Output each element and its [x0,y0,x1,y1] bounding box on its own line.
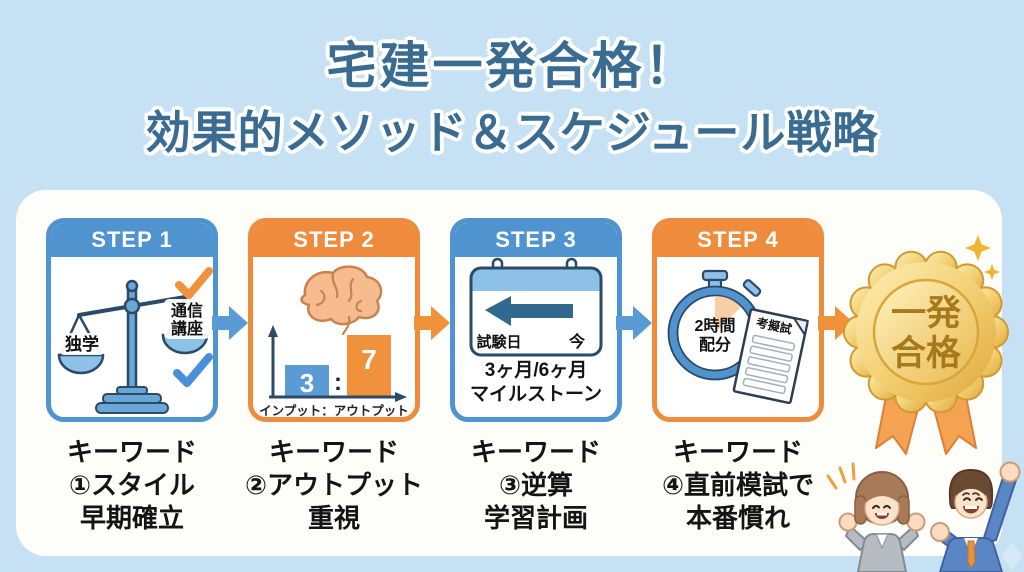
step4-card: STEP 4 2時間 配分 考擬試 [652,218,824,422]
celebrating-people-illustration [826,461,1022,572]
blue-check-icon [173,353,213,387]
step3-card: STEP 3 試験日 今 3ヶ月/6ヶ月 マイルストーン [450,218,622,422]
ratio-chart-caption: インプット：アウトプット [259,403,409,417]
man-celebrating [930,461,1021,572]
scale-left-label: 独学 [65,334,99,354]
balance-scale-icon: 独学 通信 講座 [57,267,213,414]
step3-keyword-heading: キーワード [470,437,601,467]
step4-keyword: キーワード ④直前模試で 本番慣れ [628,436,848,535]
medal-text-line1: 一発 [891,294,962,333]
sparkle-icon-large [965,235,991,261]
gold-medal-icon: 一発 合格 [843,235,1009,455]
step3-body: 試験日 今 3ヶ月/6ヶ月 マイルストーン [455,257,617,417]
flow-arrow-3 [616,306,652,340]
stopwatch-paper-icon: 2時間 配分 考擬試 [667,269,809,405]
step2-keyword: キーワード ②アウトプット 重視 [224,436,444,535]
brain-icon [300,265,383,336]
milestone-caption-line2: マイルストーン [469,384,603,405]
brain-ratio-chart-icon: 3 : 7 インプット：アウトプット [259,265,409,417]
flow-arrow-2 [414,306,450,340]
step1-keyword-heading: キーワード [66,437,197,467]
step3-keyword-line2: 学習計画 [483,503,588,533]
output-bar [347,335,391,397]
step3-keyword: キーワード ③逆算 学習計画 [426,436,646,535]
calendar-now-label: 今 [568,332,585,351]
calendar-exam-day-label: 試験日 [476,333,521,351]
woman-celebrating [838,471,926,572]
diamond-sparkle-icon [1002,542,1022,570]
step1-keyword-line1: ①スタイル [68,470,195,500]
flow-arrow-1 [212,306,248,340]
step2-body: 3 : 7 インプット：アウトプット [253,257,415,417]
step3-header: STEP 3 [455,223,617,257]
main-title-line1: 宅建一発合格！ [326,38,698,94]
input-bar [285,365,329,397]
input-bar-value: 3 [300,368,314,398]
step4-keyword-line1: ④直前模試で [661,470,814,500]
step1-body: 独学 通信 講座 [51,257,213,417]
step1-card: STEP 1 独学 通信 講座 [46,218,218,422]
orange-check-icon [175,267,213,299]
step1-keyword: キーワード ①スタイル 早期確立 [22,436,242,535]
step4-header: STEP 4 [657,223,819,257]
scale-right-label-2: 講座 [171,319,203,338]
calendar-countdown-icon: 試験日 今 [469,257,603,357]
paper-title: 考擬試 [755,315,793,337]
step1-header: STEP 1 [51,223,213,257]
step2-header: STEP 2 [253,223,415,257]
step2-card: STEP 2 3 : 7 インプット：アウトプット [248,218,420,422]
stopwatch-label-line2: 配分 [699,336,731,354]
sparkle-icon-small [984,264,1000,280]
ratio-colon: : [334,369,342,396]
main-title-line2: 効果的メソッド＆スケジュール戦略 [145,107,879,158]
scale-right-label-1: 通信 [171,301,203,320]
step4-keyword-line2: 本番慣れ [685,503,790,533]
step1-keyword-line2: 早期確立 [79,503,184,533]
step2-keyword-line1: ②アウトプット [244,470,423,500]
step4-keyword-heading: キーワード [672,437,803,467]
milestone-caption-line1: 3ヶ月/6ヶ月 [484,360,588,381]
stopwatch-label-line1: 2時間 [695,316,736,335]
mock-exam-paper-icon: 考擬試 [732,308,809,405]
step4-body: 2時間 配分 考擬試 [657,257,819,417]
step2-keyword-heading: キーワード [268,437,399,467]
flow-arrow-4 [818,306,854,340]
milestone-caption: 3ヶ月/6ヶ月 マイルストーン [455,359,617,407]
step3-keyword-line1: ③逆算 [498,470,573,500]
excitement-lines-icon [826,462,856,490]
medal-text-line2: 合格 [891,334,962,373]
output-bar-value: 7 [361,344,377,375]
step2-keyword-line2: 重視 [307,503,360,533]
countdown-arrow-icon [485,296,573,326]
